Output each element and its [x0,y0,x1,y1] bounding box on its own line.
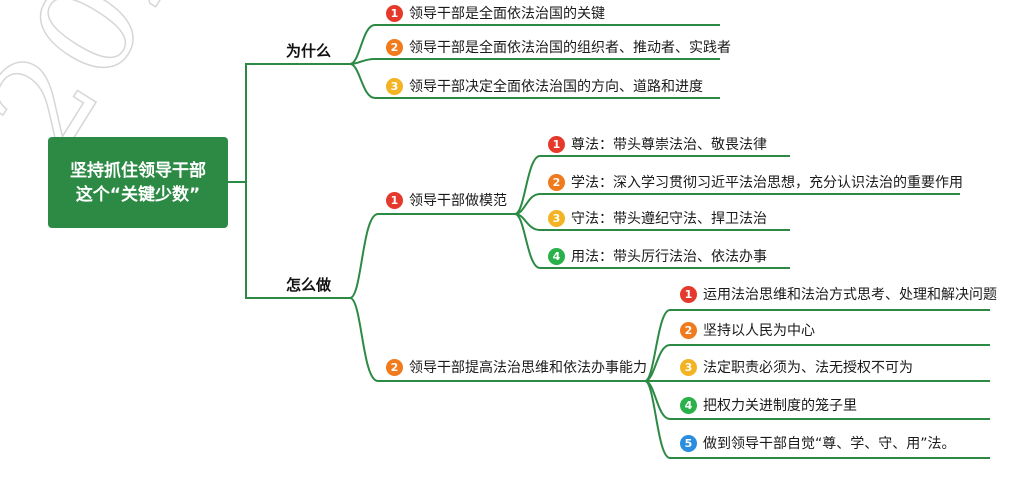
why-item-1: 1 领导干部是全面依法治国的关键 [386,3,605,23]
branch2-item-4: 4 把权力关进制度的笼子里 [680,395,857,415]
number-badge-icon: 4 [680,396,697,414]
branch1-item-4: 4 用法：带头厉行法治、依法办事 [548,246,767,266]
node-text: 把权力关进制度的笼子里 [703,398,857,414]
number-badge-icon: 1 [386,191,403,209]
node-text: 做到领导干部自觉“尊、学、守、用”法。 [703,436,956,452]
category-how: 怎么做 [286,276,332,294]
how-branch-2: 2 领导干部提高法治思维和依法办事能力 [386,357,647,377]
branch2-item-2: 2 坚持以人民为中心 [680,320,815,340]
why-item-3: 3 领导干部决定全面依法治国的方向、道路和进度 [386,76,703,96]
category-why: 为什么 [286,42,332,60]
number-badge-icon: 4 [548,247,565,265]
number-badge-icon: 5 [680,434,697,452]
root-line-1: 坚持抓住领导干部 [70,160,206,181]
number-badge-icon: 3 [548,209,565,227]
node-text: 领导干部决定全面依法治国的方向、道路和进度 [409,79,703,95]
node-text: 守法：带头遵纪守法、捍卫法治 [571,211,767,227]
number-badge-icon: 2 [680,321,697,339]
number-badge-icon: 3 [386,77,403,95]
branch2-item-5: 5 做到领导干部自觉“尊、学、守、用”法。 [680,433,956,453]
node-text: 学法：深入学习贯彻习近平法治思想，充分认识法治的重要作用 [571,175,963,191]
node-text: 尊法：带头尊崇法治、敬畏法律 [571,137,767,153]
branch2-item-3: 3 法定职责必须为、法无授权不可为 [680,357,913,377]
number-badge-icon: 2 [386,38,403,56]
node-text: 运用法治思维和法治方式思考、处理和解决问题 [703,287,997,303]
branch1-item-3: 3 守法：带头遵纪守法、捍卫法治 [548,208,767,228]
number-badge-icon: 2 [548,173,565,191]
branch1-item-1: 1 尊法：带头尊崇法治、敬畏法律 [548,134,767,154]
node-text: 用法：带头厉行法治、依法办事 [571,249,767,265]
number-badge-icon: 1 [548,135,565,153]
number-badge-icon: 2 [386,358,403,376]
root-line-2: 这个“关键少数” [75,184,201,205]
number-badge-icon: 1 [386,4,403,22]
node-text: 领导干部是全面依法治国的关键 [409,6,605,22]
node-text: 领导干部提高法治思维和依法办事能力 [409,360,647,376]
node-text: 领导干部是全面依法治国的组织者、推动者、实践者 [409,40,731,56]
branch1-item-2: 2 学法：深入学习贯彻习近平法治思想，充分认识法治的重要作用 [548,172,963,192]
number-badge-icon: 3 [680,358,697,376]
node-text: 法定职责必须为、法无授权不可为 [703,360,913,376]
branch2-item-1: 1 运用法治思维和法治方式思考、处理和解决问题 [680,284,997,304]
number-badge-icon: 1 [680,285,697,303]
node-text: 坚持以人民为中心 [703,323,815,339]
root-node: 坚持抓住领导干部 这个“关键少数” [48,137,228,228]
node-text: 领导干部做模范 [409,193,507,209]
how-branch-1: 1 领导干部做模范 [386,190,507,210]
why-item-2: 2 领导干部是全面依法治国的组织者、推动者、实践者 [386,37,731,57]
